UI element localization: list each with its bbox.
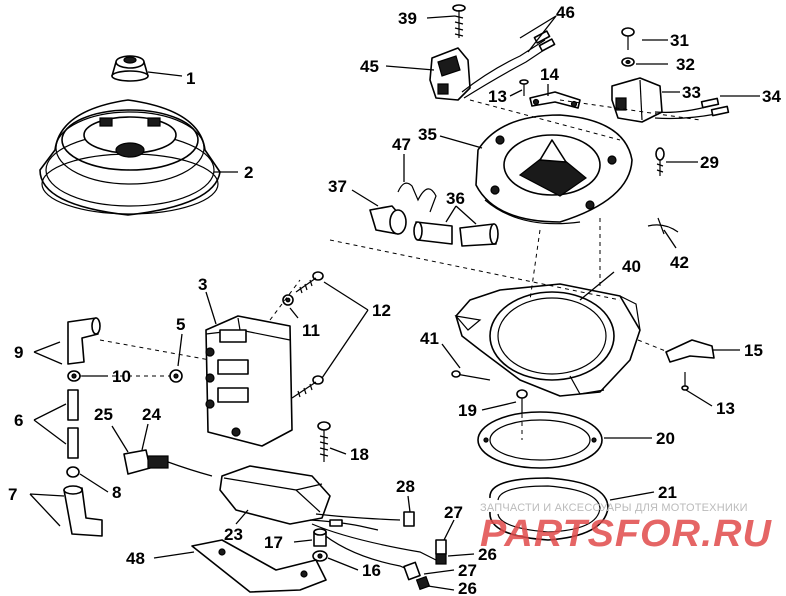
- part-48-bracket: [191, 539, 327, 593]
- part-1-cap: [111, 55, 149, 82]
- part-29-screw: [655, 147, 665, 176]
- part-32-washer: [621, 57, 635, 67]
- part-16-nut: [312, 550, 328, 562]
- part-47-clip: [397, 182, 437, 213]
- part-21-ring: [489, 477, 609, 541]
- part-2-flywheel: [39, 99, 221, 216]
- callout-17: 17: [264, 533, 283, 552]
- part-40-timer-base: [454, 283, 641, 397]
- callout-27-b: 27: [458, 561, 477, 580]
- part-3-power-pack: [205, 315, 293, 447]
- callout-10: 10: [112, 367, 131, 386]
- part-37-grommet: [369, 205, 407, 235]
- part-31-screw: [621, 27, 635, 50]
- callout-25: 25: [94, 405, 113, 424]
- callout-26-b: 26: [458, 579, 477, 596]
- callout-16: 16: [362, 561, 381, 580]
- part-24-connector: [123, 449, 213, 477]
- callout-39: 39: [398, 9, 417, 28]
- part-42-clip: [647, 217, 679, 235]
- callout-33: 33: [682, 83, 701, 102]
- callout-13-bottom: 13: [716, 399, 735, 418]
- part-27-terminal-a: [435, 539, 447, 555]
- callout-28: 28: [396, 477, 415, 496]
- callout-7: 7: [8, 485, 17, 504]
- callout-3: 3: [198, 275, 207, 294]
- callout-12: 12: [372, 301, 391, 320]
- part-14-bracket: [529, 91, 581, 109]
- part-45-module: [429, 30, 556, 101]
- callout-numbers: 1 2 39 46 45 14 13 31 32 33 34 35 29 47 …: [8, 3, 781, 596]
- callout-41: 41: [420, 329, 439, 348]
- callout-23: 23: [224, 525, 243, 544]
- callout-36: 36: [446, 189, 465, 208]
- part-36-sleeves: [413, 221, 499, 247]
- callout-37: 37: [328, 177, 347, 196]
- leader-lines: [29, 15, 760, 591]
- callout-1: 1: [186, 69, 195, 88]
- part-12-screws: [291, 271, 324, 399]
- part-5-nut: [169, 369, 183, 383]
- callout-9: 9: [14, 343, 23, 362]
- part-26-terminal-a: [435, 553, 447, 565]
- part-39-screw: [452, 4, 466, 38]
- part-18-screw: [317, 421, 331, 462]
- alignment-lines: [80, 99, 701, 440]
- callout-5: 5: [176, 315, 185, 334]
- callout-35: 35: [418, 125, 437, 144]
- part-6-sleeves: [67, 389, 79, 459]
- callout-26-a: 26: [478, 545, 497, 564]
- callout-27-a: 27: [444, 503, 463, 522]
- callout-48: 48: [126, 549, 145, 568]
- part-41-screw: [451, 370, 491, 381]
- callout-2: 2: [244, 163, 253, 182]
- part-15-cover: [665, 339, 715, 363]
- watermark-tagline: ЗАПЧАСТИ И АКСЕССУАРЫ ДЛЯ МОТОТЕХНИКИ: [480, 502, 748, 514]
- part-35-armature-plate: [475, 114, 633, 225]
- callout-24: 24: [142, 405, 161, 424]
- callout-34: 34: [762, 87, 781, 106]
- part-20-plate: [477, 411, 603, 469]
- part-17-spacer: [313, 528, 327, 547]
- part-19-screw: [516, 389, 528, 414]
- callout-45: 45: [360, 57, 379, 76]
- callout-47: 47: [392, 135, 411, 154]
- part-13-screw-bottom: [681, 372, 689, 391]
- callout-20: 20: [656, 429, 675, 448]
- callout-46: 46: [556, 3, 575, 22]
- watermark-logo: PARTSFOR.RU: [480, 513, 773, 555]
- part-9-elbow: [67, 317, 101, 365]
- callout-31: 31: [670, 31, 689, 50]
- callout-13-top: 13: [488, 87, 507, 106]
- callout-15: 15: [744, 341, 763, 360]
- callout-11: 11: [302, 321, 320, 340]
- part-11-nut: [282, 294, 294, 306]
- part-10-ring: [67, 370, 81, 382]
- callout-18: 18: [350, 445, 369, 464]
- part-27-terminal-b: [403, 561, 421, 581]
- part-8-ring: [66, 466, 80, 478]
- part-7-elbow: [63, 485, 103, 537]
- callout-29: 29: [700, 153, 719, 172]
- callout-32: 32: [676, 55, 695, 74]
- callout-14: 14: [540, 65, 559, 84]
- callout-21: 21: [658, 483, 677, 502]
- part-33-coil: [611, 77, 730, 123]
- callout-6: 6: [14, 411, 23, 430]
- callout-19: 19: [458, 401, 477, 420]
- part-13-screw-top: [519, 79, 529, 96]
- callout-8: 8: [112, 483, 121, 502]
- part-26-terminal-b: [415, 575, 431, 591]
- part-28-terminal: [403, 511, 415, 527]
- watermark: ЗАПЧАСТИ И АКСЕССУАРЫ ДЛЯ МОТОТЕХНИКИ PA…: [480, 502, 773, 555]
- callout-42: 42: [670, 253, 689, 272]
- callout-40: 40: [622, 257, 641, 276]
